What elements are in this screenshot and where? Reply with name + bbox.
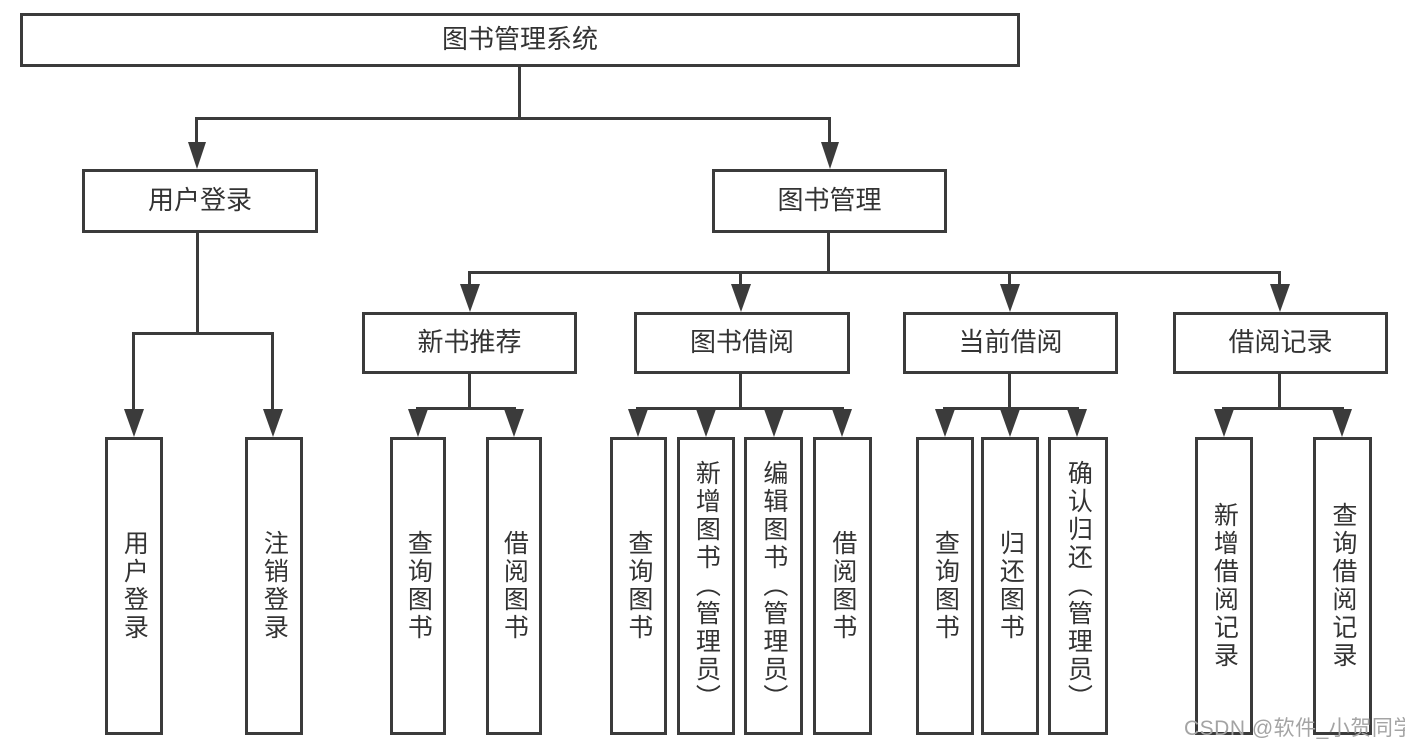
- arrow-down-icon: [696, 409, 716, 437]
- node-label: 图书借阅: [689, 327, 794, 358]
- arrow-down-icon: [731, 284, 751, 312]
- connector-line: [636, 407, 844, 410]
- arrow-down-icon: [263, 409, 283, 437]
- connector-line: [468, 271, 1281, 274]
- node-label: 用户登录: [147, 185, 252, 216]
- node-label: 新增图书（管理员）: [692, 460, 721, 712]
- connector-line: [1222, 407, 1344, 410]
- arrow-down-icon: [1000, 284, 1020, 312]
- node-cb-return-books: 归还图书: [981, 437, 1039, 735]
- node-cb-confirm-return-admin: 确认归还（管理员）: [1048, 437, 1108, 735]
- node-current-borrowing: 当前借阅: [903, 312, 1118, 374]
- node-label: 确认归还（管理员）: [1064, 460, 1093, 712]
- node-label: 借阅图书: [500, 530, 529, 642]
- node-borrowing-records: 借阅记录: [1173, 312, 1388, 374]
- connector-line: [827, 233, 830, 273]
- connector-line: [1278, 271, 1281, 285]
- arrow-down-icon: [1000, 409, 1020, 437]
- node-user-login: 用户登录: [82, 169, 318, 233]
- node-label: 查询图书: [404, 530, 433, 642]
- connector-line: [1008, 374, 1011, 410]
- connector-line: [739, 271, 742, 285]
- node-leaf-logout: 注销登录: [245, 437, 303, 735]
- connector-line: [739, 374, 742, 410]
- node-nbr-borrow-books: 借阅图书: [486, 437, 542, 735]
- arrow-down-icon: [188, 142, 206, 169]
- arrow-down-icon: [764, 409, 784, 437]
- node-leaf-user-login: 用户登录: [105, 437, 163, 735]
- connector-line: [195, 117, 198, 144]
- connector-line: [468, 374, 471, 410]
- node-bb-add-books-admin: 新增图书（管理员）: [677, 437, 735, 735]
- node-label: 借阅图书: [828, 530, 857, 642]
- node-label: 图书管理: [777, 185, 882, 216]
- node-bb-query-books: 查询图书: [610, 437, 667, 735]
- watermark: CSDN @软件_小贺同学: [1184, 717, 1405, 740]
- connector-line: [132, 332, 274, 335]
- arrow-down-icon: [408, 409, 428, 437]
- arrow-down-icon: [1067, 409, 1087, 437]
- connector-line: [132, 332, 135, 409]
- node-book-management: 图书管理: [712, 169, 947, 233]
- arrow-down-icon: [504, 409, 524, 437]
- connector-line: [943, 407, 1079, 410]
- connector-line: [196, 233, 199, 334]
- node-label: 查询图书: [624, 530, 653, 642]
- connector-line: [828, 117, 831, 144]
- arrow-down-icon: [821, 142, 839, 169]
- arrow-down-icon: [1270, 284, 1290, 312]
- node-label: 新增借阅记录: [1210, 502, 1239, 670]
- node-label: 借阅记录: [1228, 327, 1333, 358]
- connector-line: [468, 271, 471, 285]
- arrow-down-icon: [124, 409, 144, 437]
- node-label: 查询图书: [931, 530, 960, 642]
- node-label: 归还图书: [996, 530, 1025, 642]
- arrow-down-icon: [460, 284, 480, 312]
- node-label: 新书推荐: [417, 327, 522, 358]
- node-label: 用户登录: [120, 530, 149, 642]
- node-cb-query-books: 查询图书: [916, 437, 974, 735]
- connector-line: [416, 407, 516, 410]
- connector-line: [196, 117, 831, 120]
- arrow-down-icon: [628, 409, 648, 437]
- arrow-down-icon: [935, 409, 955, 437]
- arrow-down-icon: [1332, 409, 1352, 437]
- connector-line: [1278, 374, 1281, 410]
- node-label: 编辑图书（管理员）: [759, 460, 788, 712]
- connector-line: [271, 332, 274, 409]
- arrow-down-icon: [1214, 409, 1234, 437]
- node-bb-edit-books-admin: 编辑图书（管理员）: [744, 437, 803, 735]
- node-br-query-record: 查询借阅记录: [1313, 437, 1372, 735]
- node-book-borrowing: 图书借阅: [634, 312, 850, 374]
- arrow-down-icon: [832, 409, 852, 437]
- node-label: 注销登录: [260, 530, 289, 642]
- node-label: 图书管理系统: [441, 24, 598, 55]
- node-root: 图书管理系统: [20, 13, 1020, 67]
- node-bb-borrow-books: 借阅图书: [813, 437, 872, 735]
- node-label: 查询借阅记录: [1328, 502, 1357, 670]
- node-label: 当前借阅: [958, 327, 1063, 358]
- node-br-add-record: 新增借阅记录: [1195, 437, 1253, 735]
- node-new-book-recommend: 新书推荐: [362, 312, 577, 374]
- connector-line: [1008, 271, 1011, 285]
- connector-line: [518, 67, 521, 120]
- node-nbr-query-books: 查询图书: [390, 437, 446, 735]
